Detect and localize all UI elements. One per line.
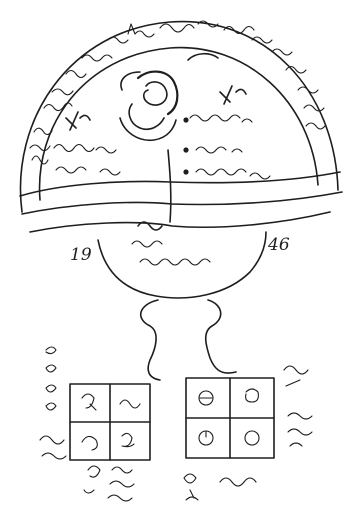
inner-script bbox=[54, 115, 270, 179]
number-left: 19 bbox=[70, 245, 92, 265]
outer-arch bbox=[20, 22, 338, 212]
banner-bands bbox=[20, 172, 342, 232]
center-stem bbox=[168, 150, 171, 222]
lower-cradle bbox=[98, 222, 266, 298]
bullet-dot bbox=[183, 117, 188, 122]
bullet-dot bbox=[183, 169, 188, 174]
right-square bbox=[184, 366, 312, 500]
number-right: 46 bbox=[267, 235, 290, 255]
bullet-dot bbox=[183, 147, 188, 152]
figure-marks bbox=[66, 86, 246, 130]
central-figure bbox=[120, 54, 218, 141]
connecting-strings bbox=[141, 300, 236, 380]
left-square bbox=[40, 347, 150, 501]
